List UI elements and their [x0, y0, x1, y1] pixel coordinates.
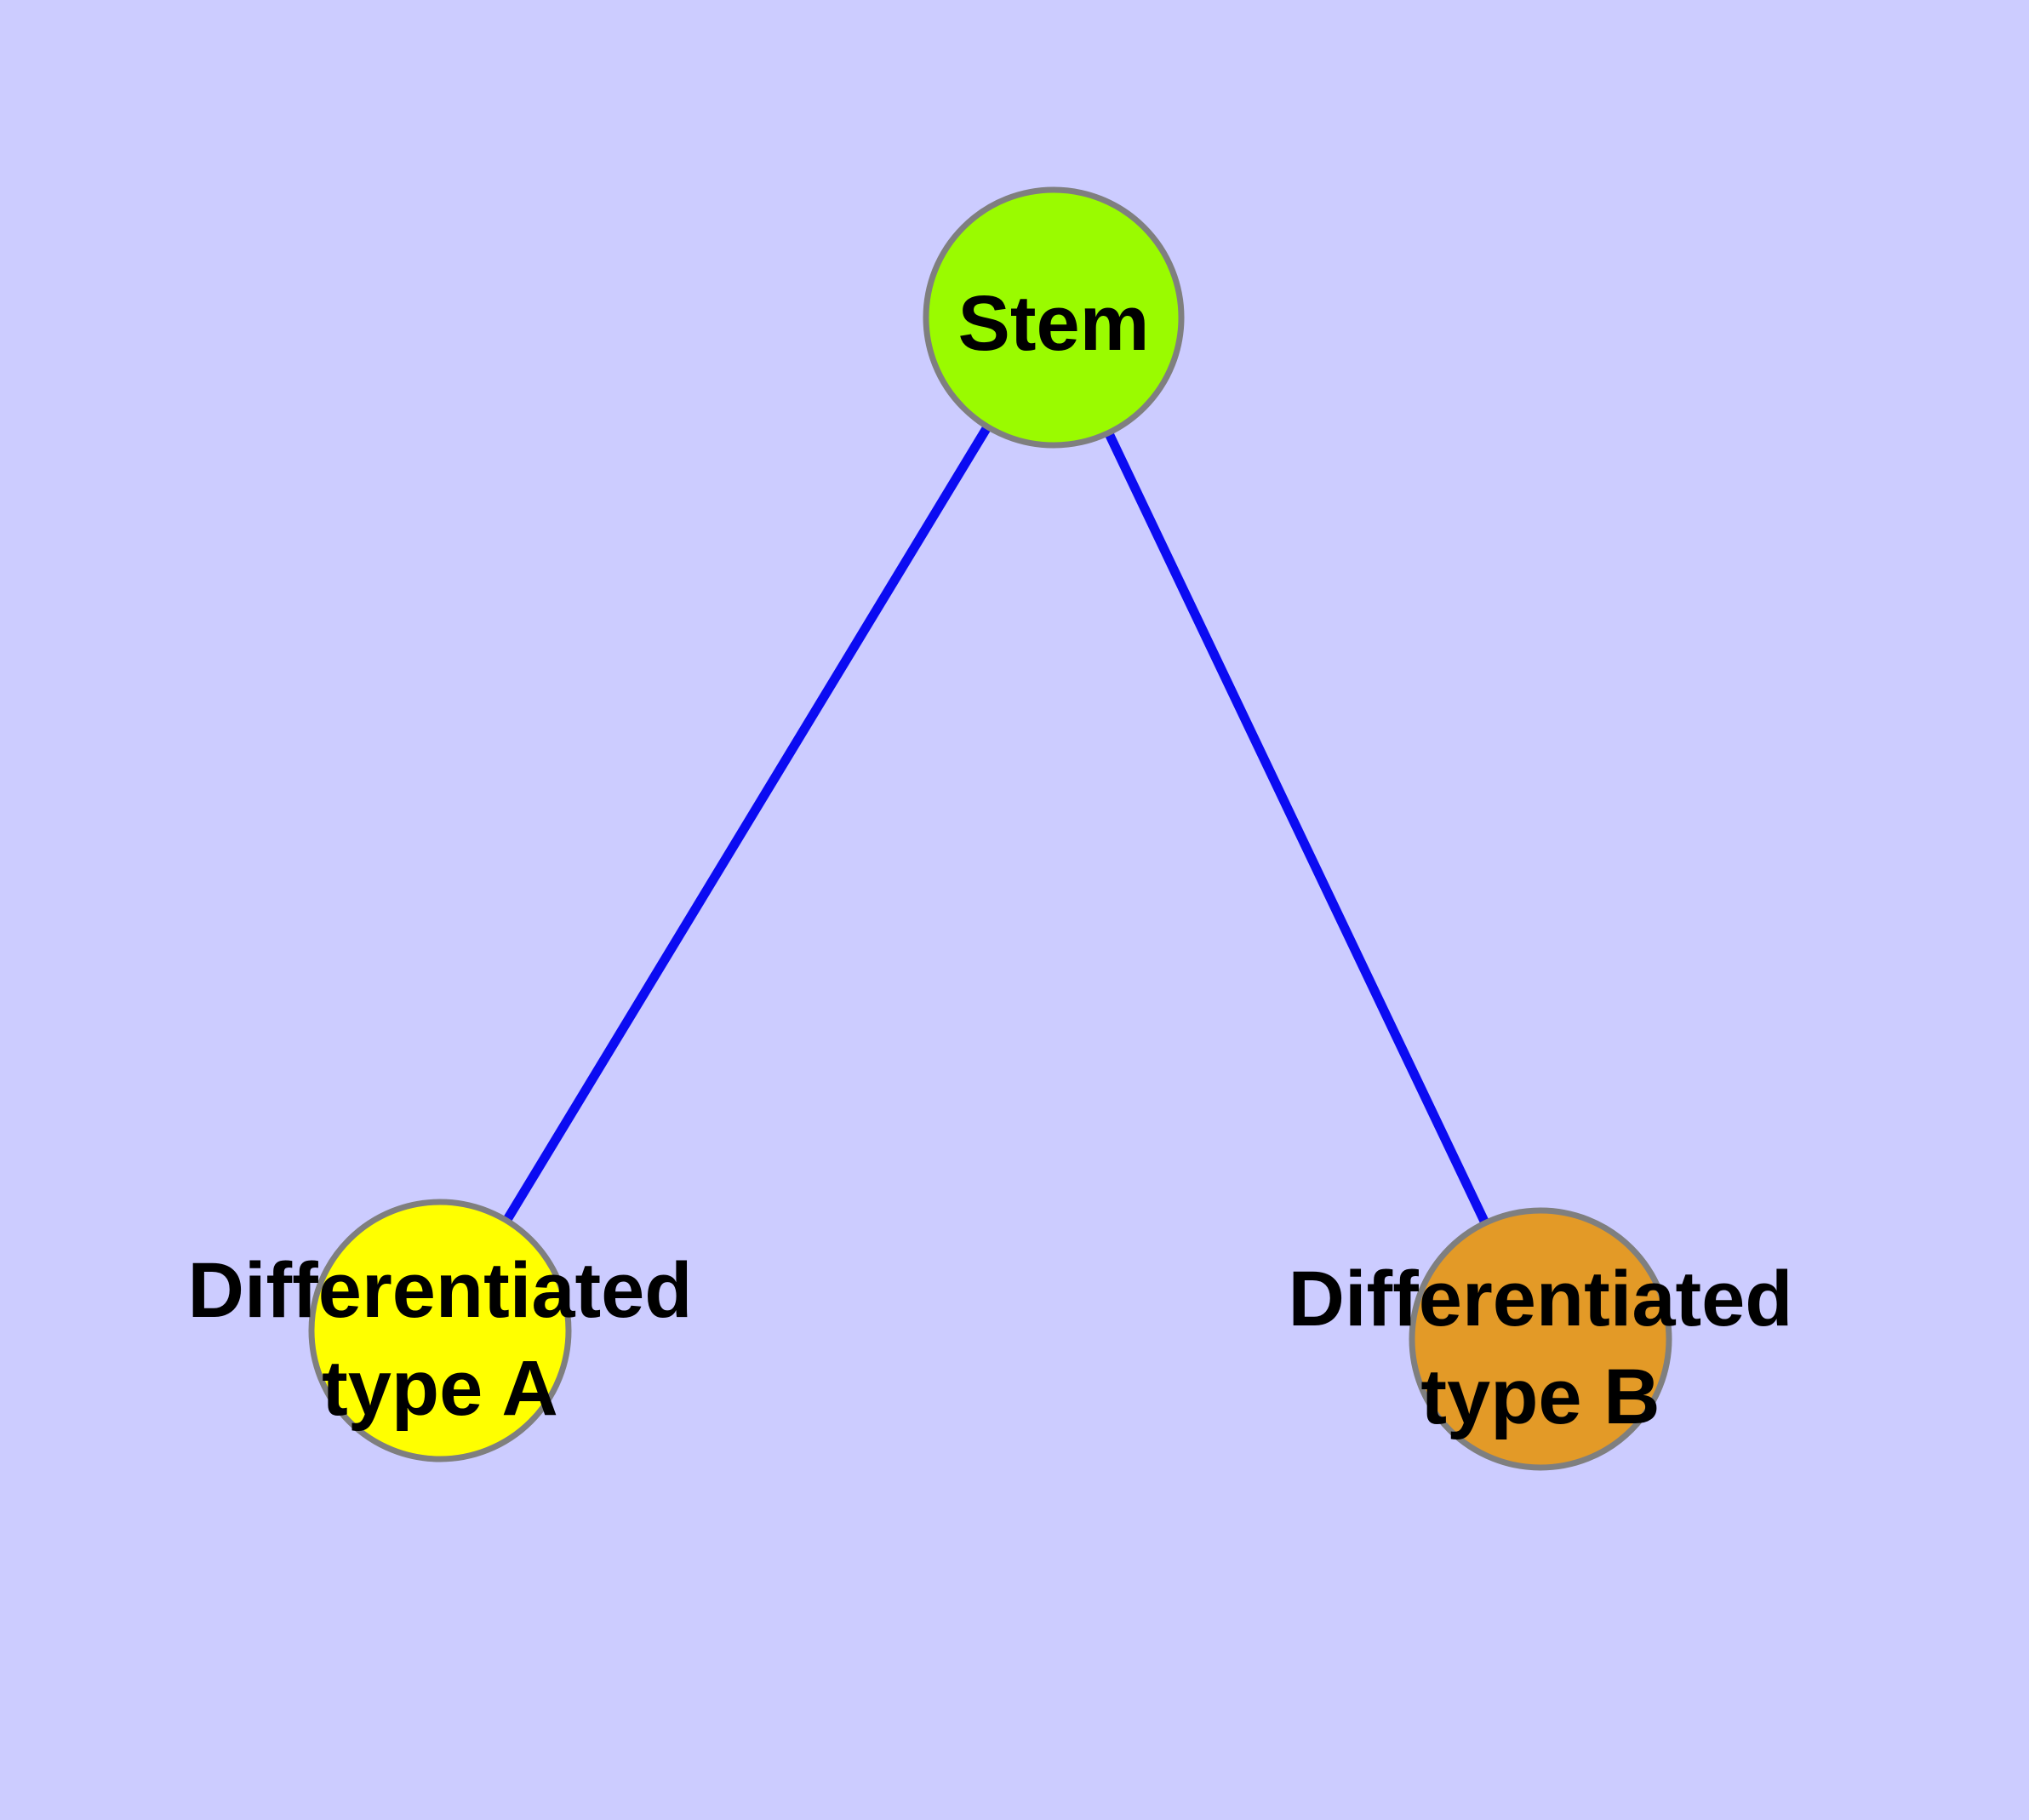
label-type-a-line1: Differentiated: [188, 1247, 693, 1334]
node-differentiated-type-b: [1409, 1207, 1672, 1471]
node-differentiated-type-a: [308, 1199, 572, 1462]
node-stem: [923, 186, 1185, 449]
edge-stem-to-type-b: [1049, 315, 1545, 1342]
label-stem: Stem: [958, 280, 1150, 367]
label-type-b-line1: Differentiated: [1289, 1256, 1793, 1342]
label-type-b-line2: type B: [1420, 1354, 1660, 1440]
edge-stem-to-type-a: [436, 315, 1058, 1333]
label-type-a-line2: type A: [322, 1345, 558, 1432]
